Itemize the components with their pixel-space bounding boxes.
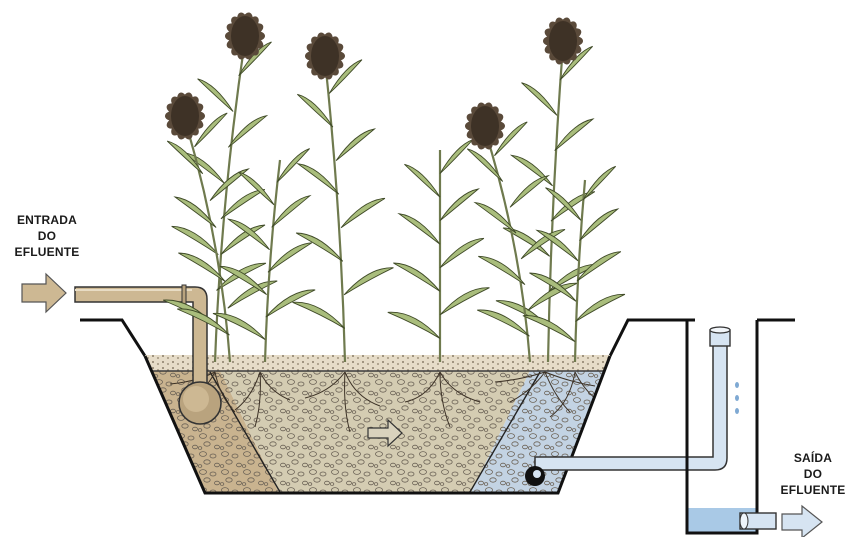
inlet-label-line1: ENTRADA [8, 212, 86, 228]
outlet-label-line2: DO [772, 466, 854, 482]
inlet-arrow [22, 274, 66, 312]
inlet-label: ENTRADA DO EFLUENTE [8, 212, 86, 260]
inlet-label-line2: DO [8, 228, 86, 244]
ground-line-right [610, 320, 695, 356]
reed-plume [165, 91, 205, 140]
ground-line-left [80, 320, 145, 356]
outlet-label: SAÍDA DO EFLUENTE [772, 450, 854, 498]
basin-media [140, 350, 620, 500]
outlet-chamber [687, 320, 776, 533]
water-drops [735, 382, 739, 414]
reed-plant [465, 101, 577, 362]
outlet-label-line3: EFLUENTE [772, 482, 854, 498]
reed-plant [523, 166, 625, 362]
outlet-arrow [782, 506, 822, 537]
reed-plume [465, 101, 505, 150]
reed-plant [388, 140, 490, 362]
reed-plant [165, 91, 277, 362]
outlet-label-line1: SAÍDA [772, 450, 854, 466]
inlet-pipe [75, 285, 221, 424]
reed-plants [163, 11, 625, 362]
inlet-label-line3: EFLUENTE [8, 244, 86, 260]
reed-plume [305, 31, 345, 80]
